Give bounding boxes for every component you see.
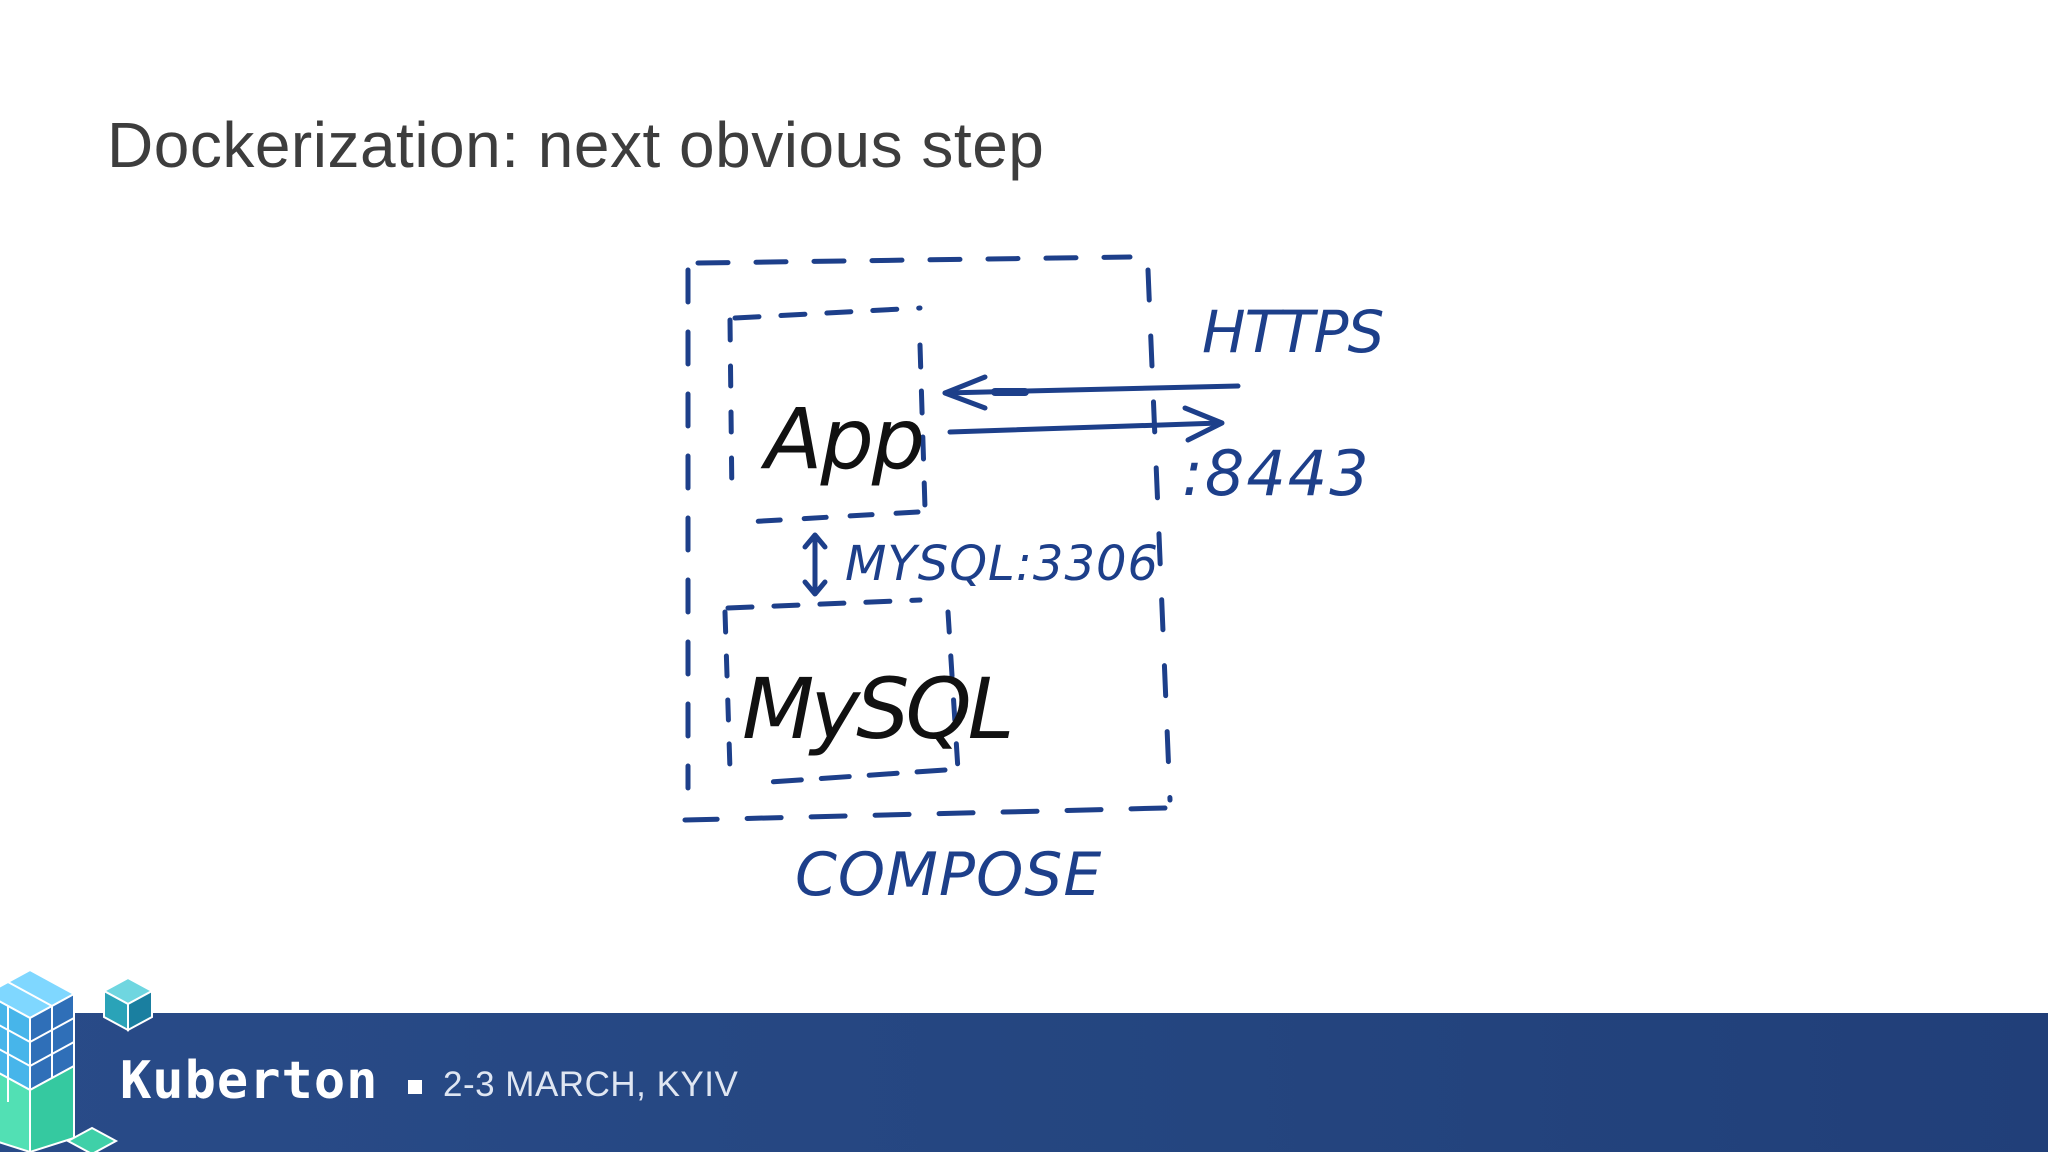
footer-bar <box>0 1013 2048 1152</box>
slide-title: Dockerization: next obvious step <box>107 109 1045 181</box>
mysql-label: MySQL <box>742 660 1010 758</box>
compose-label: COMPOSE <box>795 840 1102 910</box>
stacked-cubes-icon <box>0 968 155 1152</box>
port-label: :8443 <box>1182 437 1371 510</box>
event-date: 2-3 MARCH, KYIV <box>443 1065 739 1104</box>
db-link-label: MYSQL:3306 <box>845 536 1159 592</box>
incoming-arrow <box>942 374 1241 411</box>
mysql-container-box <box>722 597 961 785</box>
app-container-box <box>727 305 928 525</box>
https-label: HTTPS <box>1202 298 1383 366</box>
brand-name: Kuberton <box>120 1051 379 1111</box>
compose-boundary <box>682 254 1173 823</box>
db-link-arrow <box>802 532 828 597</box>
app-label: App <box>760 390 923 488</box>
outgoing-arrow <box>947 405 1225 443</box>
footer-separator <box>408 1080 422 1094</box>
